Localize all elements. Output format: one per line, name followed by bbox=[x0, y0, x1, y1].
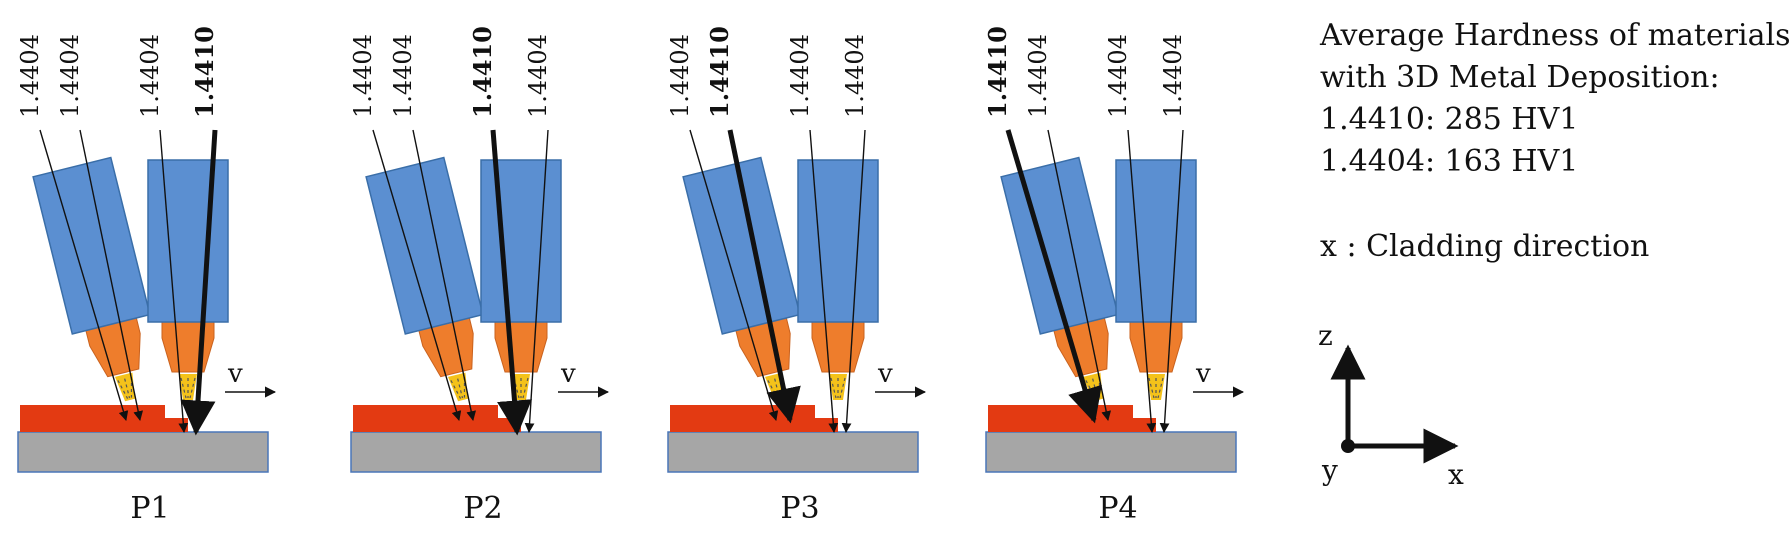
substrate-2 bbox=[667, 431, 919, 473]
x-axis-label: x bbox=[1448, 458, 1464, 491]
wire-1-2 bbox=[490, 129, 532, 436]
z-axis-label: z bbox=[1318, 319, 1333, 352]
nozzle-body-0-b bbox=[147, 159, 229, 323]
wire-0-0 bbox=[39, 129, 129, 421]
legend-subtitle: with 3D Metal Deposition: bbox=[1320, 60, 1720, 95]
coordinate-axes: z x y bbox=[1318, 319, 1464, 491]
wire-label-1-1: 1.4404 bbox=[389, 34, 417, 118]
panel-label-0: P1 bbox=[130, 491, 169, 526]
wire-label-2-3: 1.4404 bbox=[841, 34, 869, 118]
wire-1-3 bbox=[524, 129, 549, 433]
legend-title: Average Hardness of materials bbox=[1320, 18, 1790, 53]
powder-stream-1-a bbox=[448, 372, 468, 402]
wire-2-0 bbox=[689, 129, 779, 421]
wire-label-2-0: 1.4404 bbox=[666, 34, 694, 118]
deposit-layer-top-1 bbox=[353, 405, 498, 419]
nozzle-tip-0-b bbox=[161, 321, 215, 373]
wire-label-1-2: 1.4410 bbox=[468, 26, 497, 118]
panel-p1: 1.4404 1.4404 1.4404 1.4410 vP1 bbox=[16, 26, 277, 526]
wire-label-2-1: 1.4410 bbox=[705, 26, 734, 118]
deposit-layer-bottom-3 bbox=[988, 418, 1156, 432]
deposit-layer-bottom-2 bbox=[670, 418, 838, 432]
wire-label-0-3: 1.4410 bbox=[190, 26, 219, 118]
nozzle-body-3-b bbox=[1115, 159, 1197, 323]
deposit-layer-top-2 bbox=[670, 405, 815, 419]
wire-0-3 bbox=[180, 129, 218, 436]
panel-p4: 1.4410 1.4404 1.4404 1.4404 vP4 bbox=[983, 26, 1245, 526]
deposit-layer-bottom-1 bbox=[353, 418, 521, 432]
y-axis-dot bbox=[1341, 439, 1355, 453]
legend-cladding-direction: x : Cladding direction bbox=[1320, 229, 1650, 264]
panel-label-1: P2 bbox=[463, 491, 502, 526]
panel-p2: 1.4404 1.4404 1.4410 1.4404 vP2 bbox=[349, 26, 610, 526]
nozzle-body-1-b bbox=[480, 159, 562, 323]
legend-hardness-14410: 1.4410: 285 HV1 bbox=[1320, 102, 1579, 137]
substrate-1 bbox=[350, 431, 602, 473]
panel-label-3: P4 bbox=[1098, 491, 1137, 526]
substrate-3 bbox=[985, 431, 1237, 473]
velocity-label-3: v bbox=[1195, 359, 1211, 389]
wire-label-3-2: 1.4404 bbox=[1104, 34, 1132, 118]
wire-label-1-3: 1.4404 bbox=[524, 34, 552, 118]
nozzle-tip-3-b bbox=[1129, 321, 1183, 373]
wire-label-1-0: 1.4404 bbox=[349, 34, 377, 118]
deposit-layer-top-3 bbox=[988, 405, 1133, 419]
deposit-layer-bottom-0 bbox=[20, 418, 188, 432]
wire-3-1 bbox=[1047, 129, 1112, 421]
velocity-label-2: v bbox=[877, 359, 893, 389]
panel-p3: 1.4404 1.4410 1.4404 1.4404 vP3 bbox=[666, 26, 927, 526]
wire-1-1 bbox=[412, 129, 477, 421]
powder-stream-0-a bbox=[115, 372, 135, 402]
wire-label-0-0: 1.4404 bbox=[16, 34, 44, 118]
substrate-0 bbox=[17, 431, 269, 473]
wire-3-3 bbox=[1159, 129, 1184, 433]
wire-label-2-2: 1.4404 bbox=[786, 34, 814, 118]
nozzle-body-2-b bbox=[797, 159, 879, 323]
wire-label-3-1: 1.4404 bbox=[1024, 34, 1052, 118]
velocity-label-0: v bbox=[227, 359, 243, 389]
wire-3-2 bbox=[1127, 129, 1157, 433]
panel-label-2: P3 bbox=[780, 491, 819, 526]
wire-label-3-0: 1.4410 bbox=[983, 26, 1012, 118]
y-axis-label: y bbox=[1321, 454, 1338, 487]
nozzle-tip-2-b bbox=[811, 321, 865, 373]
wire-label-3-3: 1.4404 bbox=[1159, 34, 1187, 118]
wire-2-1 bbox=[727, 129, 801, 424]
wire-0-2 bbox=[159, 129, 189, 433]
wire-2-2 bbox=[809, 129, 839, 433]
legend-hardness-14404: 1.4404: 163 HV1 bbox=[1320, 144, 1579, 179]
wire-3-0 bbox=[1005, 129, 1102, 424]
wire-label-0-2: 1.4404 bbox=[136, 34, 164, 118]
nozzle-tip-1-b bbox=[494, 321, 548, 373]
deposit-layer-top-0 bbox=[20, 405, 165, 419]
velocity-label-1: v bbox=[560, 359, 576, 389]
wire-2-3 bbox=[841, 129, 866, 433]
wire-label-0-1: 1.4404 bbox=[56, 34, 84, 118]
wire-0-1 bbox=[79, 129, 144, 421]
wire-1-0 bbox=[372, 129, 462, 421]
